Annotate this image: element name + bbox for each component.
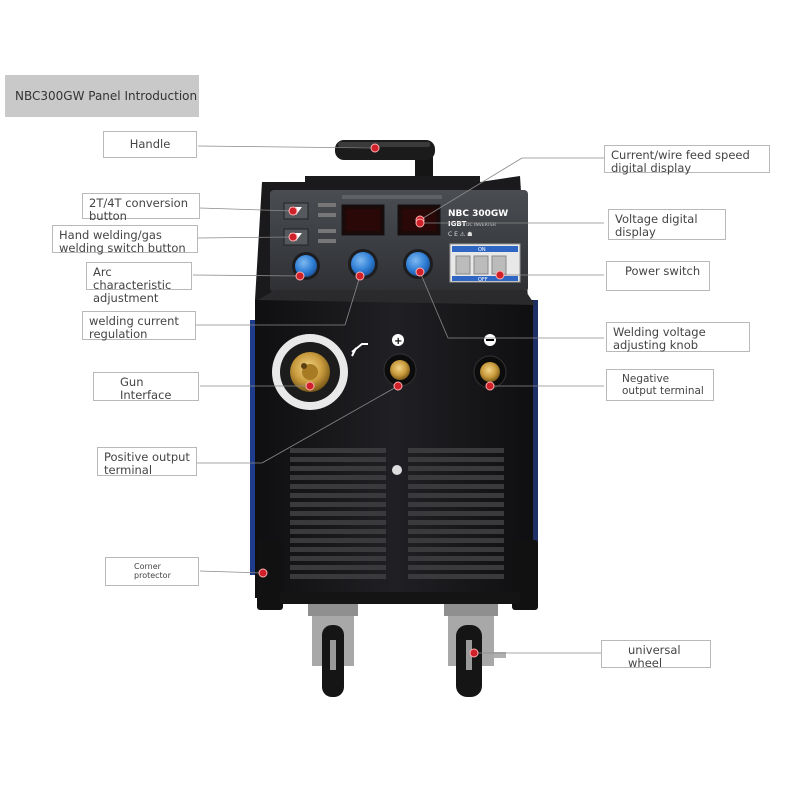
callout-marker (288, 206, 298, 216)
switch-off-label: OFF (478, 277, 488, 283)
callout-gun-interface: Gun Interface (93, 372, 199, 402)
callout-marker (370, 143, 380, 153)
vent-slot (408, 538, 504, 543)
left-vent (290, 448, 386, 579)
callout-universal-wheel: universal wheel (601, 640, 711, 670)
negative-terminal (473, 334, 507, 389)
vent-slot (408, 547, 504, 552)
vent-slot (408, 475, 504, 480)
vent-slot (290, 502, 386, 507)
callout-positive-terminal: Positive output terminal (97, 447, 197, 477)
callout-marker (295, 271, 305, 281)
switch-on-label: ON (478, 247, 486, 253)
callout-conversion-button: 2T/4T conversion button (82, 193, 200, 223)
gun-interface (272, 334, 348, 410)
current-display (341, 204, 385, 236)
leader-lines (192, 145, 604, 654)
vent-slot (408, 511, 504, 516)
vent-slot (408, 565, 504, 570)
model-text: NBC 300GW (448, 209, 508, 219)
callout-marker (495, 270, 505, 280)
vent-slot (290, 484, 386, 489)
callout-marker (288, 232, 298, 242)
callout-current-display: Current/wire feed speed digital display (604, 145, 770, 175)
callout-current-regulation: welding current regulation (82, 311, 196, 341)
callout-marker (393, 381, 403, 391)
vent-slot (408, 493, 504, 498)
right-wheel (444, 604, 506, 697)
callout-voltage-knob: Welding voltage adjusting knob (606, 322, 750, 352)
callout-marker (355, 271, 365, 281)
corner-protector-left (257, 540, 283, 610)
callout-marker (305, 381, 315, 391)
vent-slot (408, 484, 504, 489)
page-title: NBC300GW Panel Introduction (5, 75, 199, 117)
callout-power-switch: Power switch (606, 261, 710, 291)
model-sub2: DC INVERTER (466, 222, 496, 228)
base (280, 592, 520, 604)
callout-welding-switch-button: Hand welding/gas welding switch button (52, 225, 198, 255)
callout-handle: Handle (103, 131, 197, 158)
callout-voltage-display: Voltage digital display (608, 209, 726, 240)
vent-slot (290, 457, 386, 462)
vent-slot (408, 529, 504, 534)
callout-corner-protector: Corner protector (105, 557, 199, 586)
svg-text:+: + (394, 336, 402, 347)
vent-slot (408, 448, 504, 453)
vent-slot (290, 538, 386, 543)
vent-slot (408, 466, 504, 471)
right-vent (408, 448, 504, 579)
vent-slot (408, 556, 504, 561)
left-wheel (308, 604, 358, 697)
positive-terminal: + (383, 334, 417, 387)
vent-slot (290, 520, 386, 525)
callout-marker (258, 568, 268, 578)
vent-slot (408, 574, 504, 579)
callout-markers (258, 143, 505, 658)
current-knob (348, 249, 378, 279)
screw (392, 465, 402, 475)
vent-slot (408, 457, 504, 462)
callout-marker (469, 648, 479, 658)
callout-marker (415, 218, 425, 228)
callout-marker (485, 381, 495, 391)
cert-marks: C E ⚠ ☗ (448, 231, 472, 238)
vent-slot (290, 475, 386, 480)
vent-slot (408, 520, 504, 525)
vent-slot (290, 511, 386, 516)
callout-arc-adjustment: Arc characteristic adjustment (86, 262, 192, 305)
vent-slot (290, 574, 386, 579)
vent-slot (290, 448, 386, 453)
vent-slot (290, 556, 386, 561)
vent-slot (408, 502, 504, 507)
power-switch: ON OFF (449, 243, 521, 283)
vent-slot (290, 529, 386, 534)
vent-slot (290, 565, 386, 570)
vent-slot (290, 466, 386, 471)
callout-negative-terminal: Negative output terminal (606, 369, 714, 401)
model-sub1: IGBT (448, 220, 467, 228)
vent-slot (290, 493, 386, 498)
callout-marker (415, 267, 425, 277)
torch-symbol (351, 343, 368, 357)
vent-slot (290, 547, 386, 552)
